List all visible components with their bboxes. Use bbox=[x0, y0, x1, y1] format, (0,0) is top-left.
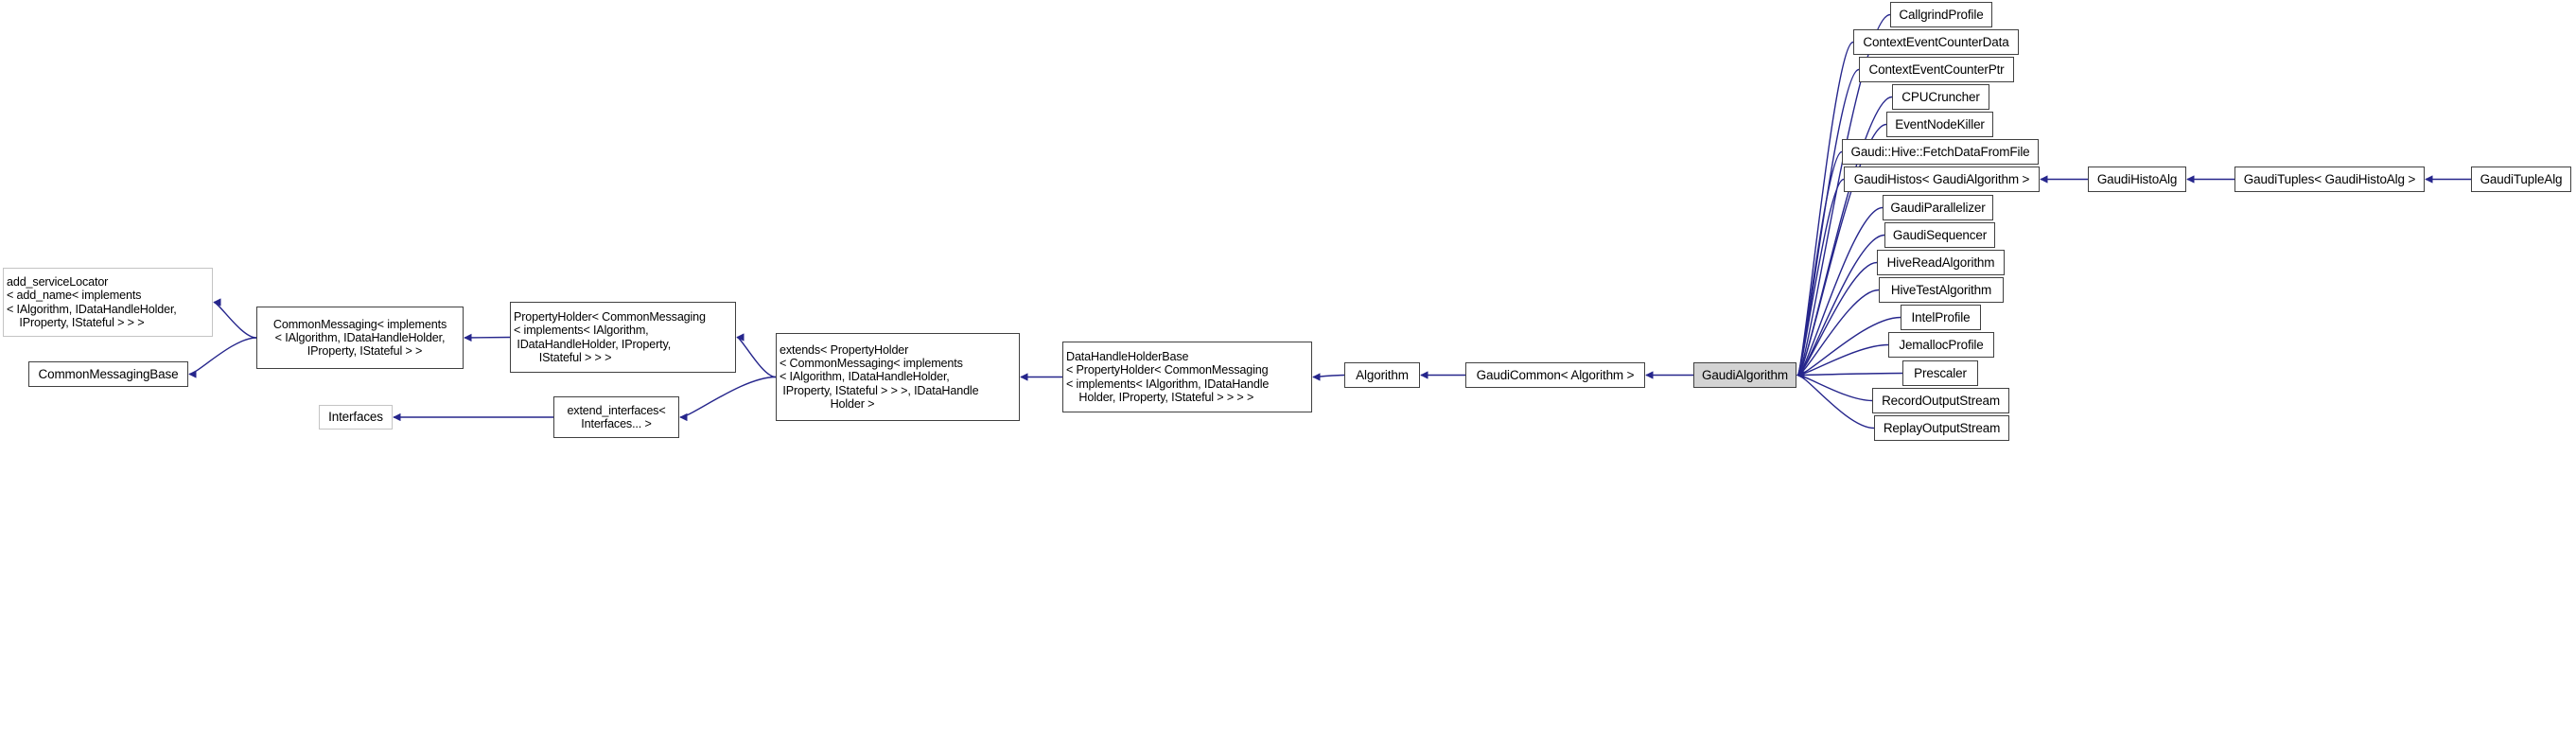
inherit-edge bbox=[1796, 178, 1845, 379]
inherit-edge bbox=[1312, 373, 1345, 381]
class-node-gaudialgorithm[interactable]: GaudiAlgorithm bbox=[1693, 362, 1796, 388]
inherit-edge bbox=[464, 333, 511, 342]
class-node-interfaces[interactable]: Interfaces bbox=[319, 405, 393, 430]
class-node-cpucruncher[interactable]: CPUCruncher bbox=[1892, 84, 1989, 110]
class-node-gaudiparallelizer[interactable]: GaudiParallelizer bbox=[1883, 195, 1993, 220]
class-node-add-servicelocator[interactable]: add_serviceLocator < add_name< implement… bbox=[3, 268, 213, 337]
class-node-gaudituplealg[interactable]: GaudiTupleAlg bbox=[2471, 167, 2571, 192]
inherit-edge bbox=[736, 333, 777, 378]
class-node-gaudi-hive-fetchdatafromfile[interactable]: Gaudi::Hive::FetchDataFromFile bbox=[1842, 139, 2039, 165]
class-node-hivereadalgorithm[interactable]: HiveReadAlgorithm bbox=[1877, 250, 2005, 275]
inherit-edge bbox=[213, 298, 257, 339]
inherit-edge bbox=[1796, 371, 1875, 430]
class-node-recordoutputstream[interactable]: RecordOutputStream bbox=[1872, 388, 2009, 413]
class-node-callgrindprofile[interactable]: CallgrindProfile bbox=[1890, 2, 1992, 27]
class-node-gaudicommon[interactable]: GaudiCommon< Algorithm > bbox=[1465, 362, 1645, 388]
class-node-commonmessaging[interactable]: CommonMessaging< implements < IAlgorithm… bbox=[256, 307, 464, 369]
class-node-commonmessagingbase[interactable]: CommonMessagingBase bbox=[28, 361, 188, 387]
class-node-propertyholder[interactable]: PropertyHolder< CommonMessaging < implem… bbox=[510, 302, 736, 373]
class-node-prescaler[interactable]: Prescaler bbox=[1902, 360, 1978, 386]
class-node-gaudisequencer[interactable]: GaudiSequencer bbox=[1884, 222, 1995, 248]
class-node-eventnodekiller[interactable]: EventNodeKiller bbox=[1886, 112, 1993, 137]
inherit-edge bbox=[1796, 206, 1884, 379]
class-node-jemallocprofile[interactable]: JemallocProfile bbox=[1888, 332, 1994, 358]
class-node-contexteventcounterptr[interactable]: ContextEventCounterPtr bbox=[1859, 57, 2014, 82]
inherit-edge bbox=[1796, 289, 1880, 379]
inherit-edge bbox=[188, 337, 257, 378]
inherit-edge bbox=[679, 376, 777, 422]
inherit-edge bbox=[1796, 234, 1885, 379]
inherit-edge bbox=[1796, 68, 1860, 379]
class-node-replayoutputstream[interactable]: ReplayOutputStream bbox=[1874, 415, 2009, 441]
class-node-datahandleholderbase[interactable]: DataHandleHolderBase < PropertyHolder< C… bbox=[1062, 342, 1312, 412]
class-node-contexteventcounterdata[interactable]: ContextEventCounterData bbox=[1853, 29, 2019, 55]
class-node-algorithm[interactable]: Algorithm bbox=[1344, 362, 1420, 388]
inherit-edge bbox=[1796, 316, 1901, 379]
class-node-gaudituples[interactable]: GaudiTuples< GaudiHistoAlg > bbox=[2234, 167, 2425, 192]
class-node-intelprofile[interactable]: IntelProfile bbox=[1901, 305, 1981, 330]
inherit-edge bbox=[1796, 41, 1854, 379]
inherit-edge bbox=[1796, 343, 1889, 379]
inherit-edge bbox=[1796, 371, 1903, 379]
class-node-extend-interfaces[interactable]: extend_interfaces< Interfaces... > bbox=[553, 396, 679, 438]
class-node-hivetestalgorithm[interactable]: HiveTestAlgorithm bbox=[1879, 277, 2004, 303]
inherit-edge bbox=[1796, 261, 1878, 379]
inherit-edge bbox=[1796, 150, 1843, 379]
class-node-extends-propertyholder[interactable]: extends< PropertyHolder < CommonMessagin… bbox=[776, 333, 1020, 421]
inherit-edge bbox=[1796, 371, 1873, 402]
class-node-gaudihistos[interactable]: GaudiHistos< GaudiAlgorithm > bbox=[1844, 167, 2040, 192]
class-node-gaudihistoalg[interactable]: GaudiHistoAlg bbox=[2088, 167, 2186, 192]
